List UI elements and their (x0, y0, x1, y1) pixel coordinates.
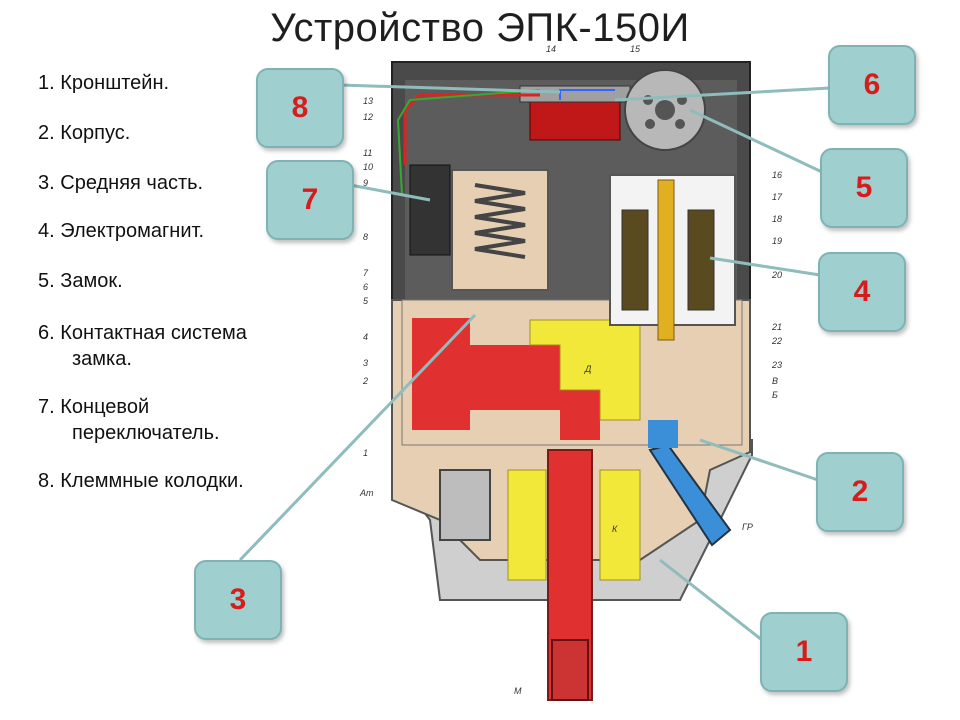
label-4: 4 (363, 332, 368, 342)
label-2: 2 (362, 376, 368, 386)
label-6: 6 (363, 282, 368, 292)
callout-6: 6 (828, 45, 916, 125)
legend-item-6: 6. Контактная система замка. (38, 322, 247, 370)
green-wire (396, 89, 541, 196)
label-v: В (772, 376, 778, 386)
callout-3: 3 (194, 560, 282, 640)
callout-5: 5 (820, 148, 908, 228)
label-at: Ат (359, 488, 374, 498)
label-1: 1 (363, 448, 368, 458)
blue-wire (559, 89, 615, 100)
label-10: 10 (363, 162, 373, 172)
label-gr: ГР (742, 522, 753, 532)
label-d: Д (584, 364, 592, 374)
callout-4: 4 (818, 252, 906, 332)
left-thread-fitting (439, 469, 491, 541)
page-title: Устройство ЭПК-150И (270, 6, 690, 50)
label-16: 16 (772, 170, 782, 180)
callout-7: 7 (266, 160, 354, 240)
label-8: 8 (363, 232, 368, 242)
label-3: 3 (363, 358, 368, 368)
legend-item-8: 8. Клеммные колодки. (38, 470, 244, 492)
label-9: 9 (363, 178, 368, 188)
label-23: 23 (771, 360, 782, 370)
label-b: Б (772, 390, 778, 400)
label-20: 20 (771, 270, 782, 280)
end-switch (409, 164, 451, 256)
label-7: 7 (363, 268, 369, 278)
label-14: 14 (546, 44, 556, 54)
label-m: М (514, 686, 522, 696)
label-12: 12 (363, 112, 373, 122)
label-18: 18 (772, 214, 782, 224)
blue-channel (648, 420, 678, 448)
label-15: 15 (630, 44, 641, 54)
yellow-side-right (599, 469, 641, 581)
legend-item-2: 2. Корпус. (38, 122, 131, 144)
label-22: 22 (771, 336, 782, 346)
legend-item-5: 5. Замок. (38, 270, 123, 292)
red-channel-left (412, 318, 600, 440)
callout-2: 2 (816, 452, 904, 532)
legend-item-4: 4. Электромагнит. (38, 220, 205, 242)
label-19: 19 (772, 236, 782, 246)
label-k: К (612, 524, 618, 534)
legend-item-7: 7. Концевой переключатель. (38, 396, 220, 444)
legend-item-3: 3. Средняя часть. (38, 172, 204, 194)
callout-1: 1 (760, 612, 848, 692)
core-rod (657, 179, 675, 341)
coil-right (687, 209, 715, 311)
label-5: 5 (363, 296, 369, 306)
contact-block (529, 99, 621, 141)
spring (474, 183, 526, 259)
label-13: 13 (363, 96, 373, 106)
label-11: 11 (363, 148, 372, 158)
coil-left (621, 209, 649, 311)
legend-item-1: 1. Кронштейн. (38, 72, 170, 94)
yellow-channel (529, 319, 641, 421)
label-17: 17 (772, 192, 783, 202)
yellow-side-left (507, 469, 547, 581)
leader-lines (238, 83, 831, 642)
bottom-thread (551, 639, 589, 701)
callout-8: 8 (256, 68, 344, 148)
label-21: 21 (771, 322, 782, 332)
